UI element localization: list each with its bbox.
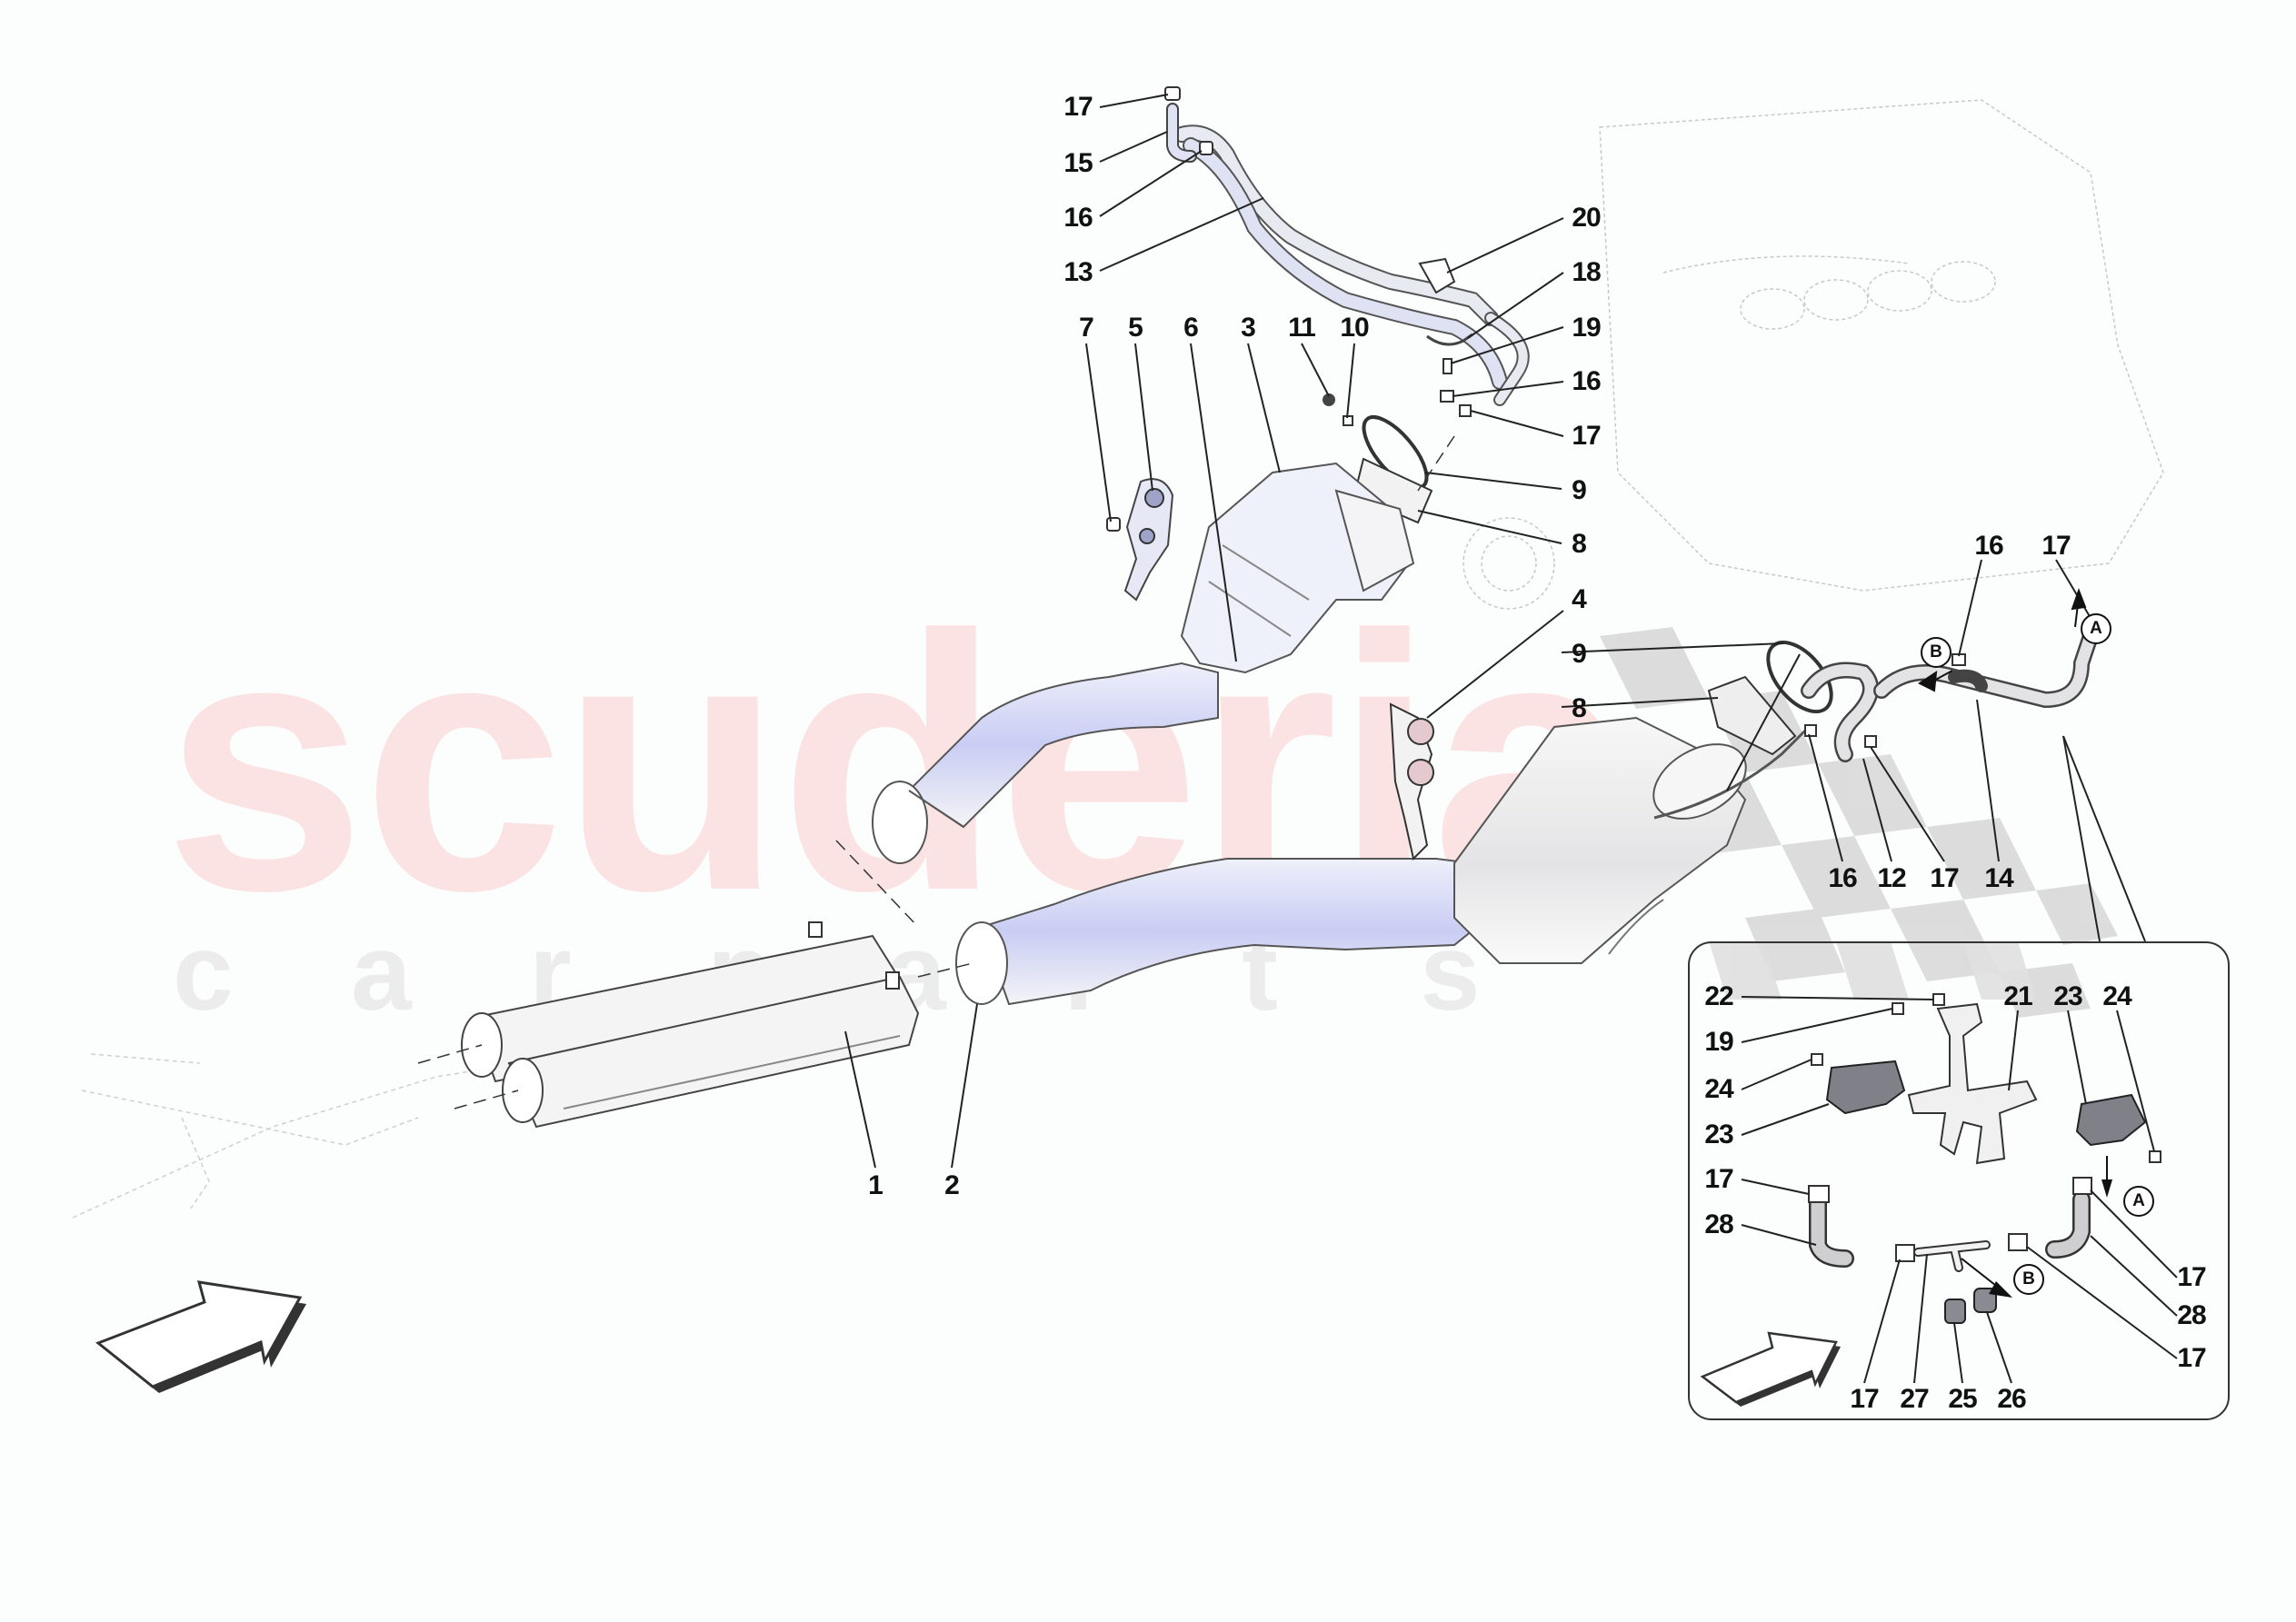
callout-label[interactable]: 4 — [1572, 584, 1587, 614]
pressure-sensor-23-right — [2075, 1093, 2147, 1147]
pipe-inlet-2 — [955, 921, 1008, 1005]
inset-callout-label[interactable]: 24 — [2102, 981, 2131, 1011]
callout-label[interactable]: 16 — [1828, 863, 1857, 893]
leader-lines — [844, 94, 2146, 1169]
bracket-20 — [1418, 257, 1456, 294]
callout-label[interactable]: 2 — [944, 1170, 960, 1200]
callout-label[interactable]: 16 — [1063, 203, 1093, 233]
pipe-2-lower — [980, 858, 1502, 1006]
inset-callout-label[interactable]: 28 — [1704, 1209, 1733, 1239]
inset-callout-label[interactable]: 17 — [2177, 1262, 2206, 1292]
pressure-sensor-23-left — [1825, 1060, 1906, 1115]
callout-label[interactable]: 7 — [1079, 313, 1094, 343]
callout-label[interactable]: 13 — [1063, 257, 1093, 287]
inset-callout-label[interactable]: 24 — [1704, 1074, 1733, 1104]
callout-label[interactable]: 17 — [2041, 531, 2071, 561]
callout-label[interactable]: 18 — [1572, 257, 1601, 287]
callout-label[interactable]: 1 — [868, 1170, 883, 1200]
callout-label[interactable]: 16 — [1572, 366, 1601, 396]
mount-4 — [1389, 702, 1434, 861]
callout-label[interactable]: 9 — [1572, 639, 1587, 669]
callout-label[interactable]: 8 — [1572, 529, 1587, 559]
bracket-21 — [1907, 1002, 2038, 1165]
callout-label[interactable]: 16 — [1974, 531, 2003, 561]
connection-marker-a: A — [2081, 613, 2111, 644]
inset-callout-label[interactable]: 26 — [1997, 1384, 2026, 1414]
catalyst-lower — [1453, 716, 1811, 964]
sensor-detail-inset — [1688, 941, 2230, 1420]
inset-checkered-band — [1709, 941, 2036, 1000]
connection-marker-a: A — [2123, 1186, 2154, 1217]
callout-label[interactable]: 17 — [1572, 421, 1601, 451]
callout-label[interactable]: 3 — [1241, 313, 1256, 343]
clamp-17-top — [1164, 86, 1181, 101]
callout-label[interactable]: 14 — [1984, 863, 2013, 893]
front-direction-arrow-inset — [1700, 1331, 1841, 1407]
downpipe-upper — [907, 662, 1219, 829]
hose-12-14 — [1801, 628, 2099, 762]
pipe-outlet-upper — [872, 781, 928, 864]
inset-drawing — [1700, 941, 2178, 1407]
watermark-letter: c — [173, 911, 234, 1033]
inset-callout-label[interactable]: 23 — [2053, 981, 2082, 1011]
inset-callout-label[interactable]: 19 — [1704, 1027, 1733, 1057]
watermark-letter: a — [351, 911, 412, 1033]
engine-outline-ghost — [1462, 99, 2164, 610]
inset-callout-label[interactable]: 28 — [2177, 1300, 2206, 1330]
clamp-8-lower — [1707, 675, 1797, 756]
front-direction-arrow-main — [95, 1280, 306, 1393]
inset-callout-label[interactable]: 22 — [1704, 981, 1733, 1011]
connection-marker-b: B — [1921, 637, 1952, 668]
callout-label[interactable]: 9 — [1572, 475, 1587, 505]
callout-label[interactable]: 15 — [1063, 148, 1093, 178]
muffler-1 — [461, 921, 920, 1129]
assembly-dash-lines — [417, 435, 1455, 1110]
inset-callout-label[interactable]: 17 — [1704, 1164, 1733, 1194]
inset-callout-label[interactable]: 23 — [1704, 1119, 1733, 1149]
nut-11 — [1323, 393, 1335, 406]
inset-callout-label[interactable]: 25 — [1948, 1384, 1977, 1414]
callout-label[interactable]: 5 — [1128, 313, 1143, 343]
inset-callout-label[interactable]: 21 — [2003, 981, 2032, 1011]
callout-label[interactable]: 11 — [1288, 313, 1316, 343]
connection-arrows — [1918, 588, 2087, 692]
callout-label[interactable]: 6 — [1183, 313, 1199, 343]
catalyst-3 — [1180, 462, 1415, 674]
callout-label[interactable]: 17 — [1063, 92, 1093, 122]
callout-label[interactable]: 17 — [1930, 863, 1959, 893]
callout-label[interactable]: 20 — [1572, 203, 1601, 233]
callout-label[interactable]: 12 — [1877, 863, 1906, 893]
callout-label[interactable]: 8 — [1572, 693, 1587, 723]
inset-callout-label[interactable]: 17 — [2177, 1343, 2206, 1373]
bracket-5 — [1106, 478, 1174, 602]
inset-callout-label[interactable]: 27 — [1900, 1384, 1929, 1414]
clamp-16-top — [1199, 141, 1213, 155]
callout-label[interactable]: 10 — [1340, 313, 1369, 343]
callout-label[interactable]: 19 — [1572, 313, 1601, 343]
inset-callout-label[interactable]: 17 — [1850, 1384, 1879, 1414]
gasket-9-lower — [1766, 640, 1833, 714]
connection-marker-b: B — [2013, 1264, 2044, 1295]
nut-7 — [1106, 517, 1121, 532]
